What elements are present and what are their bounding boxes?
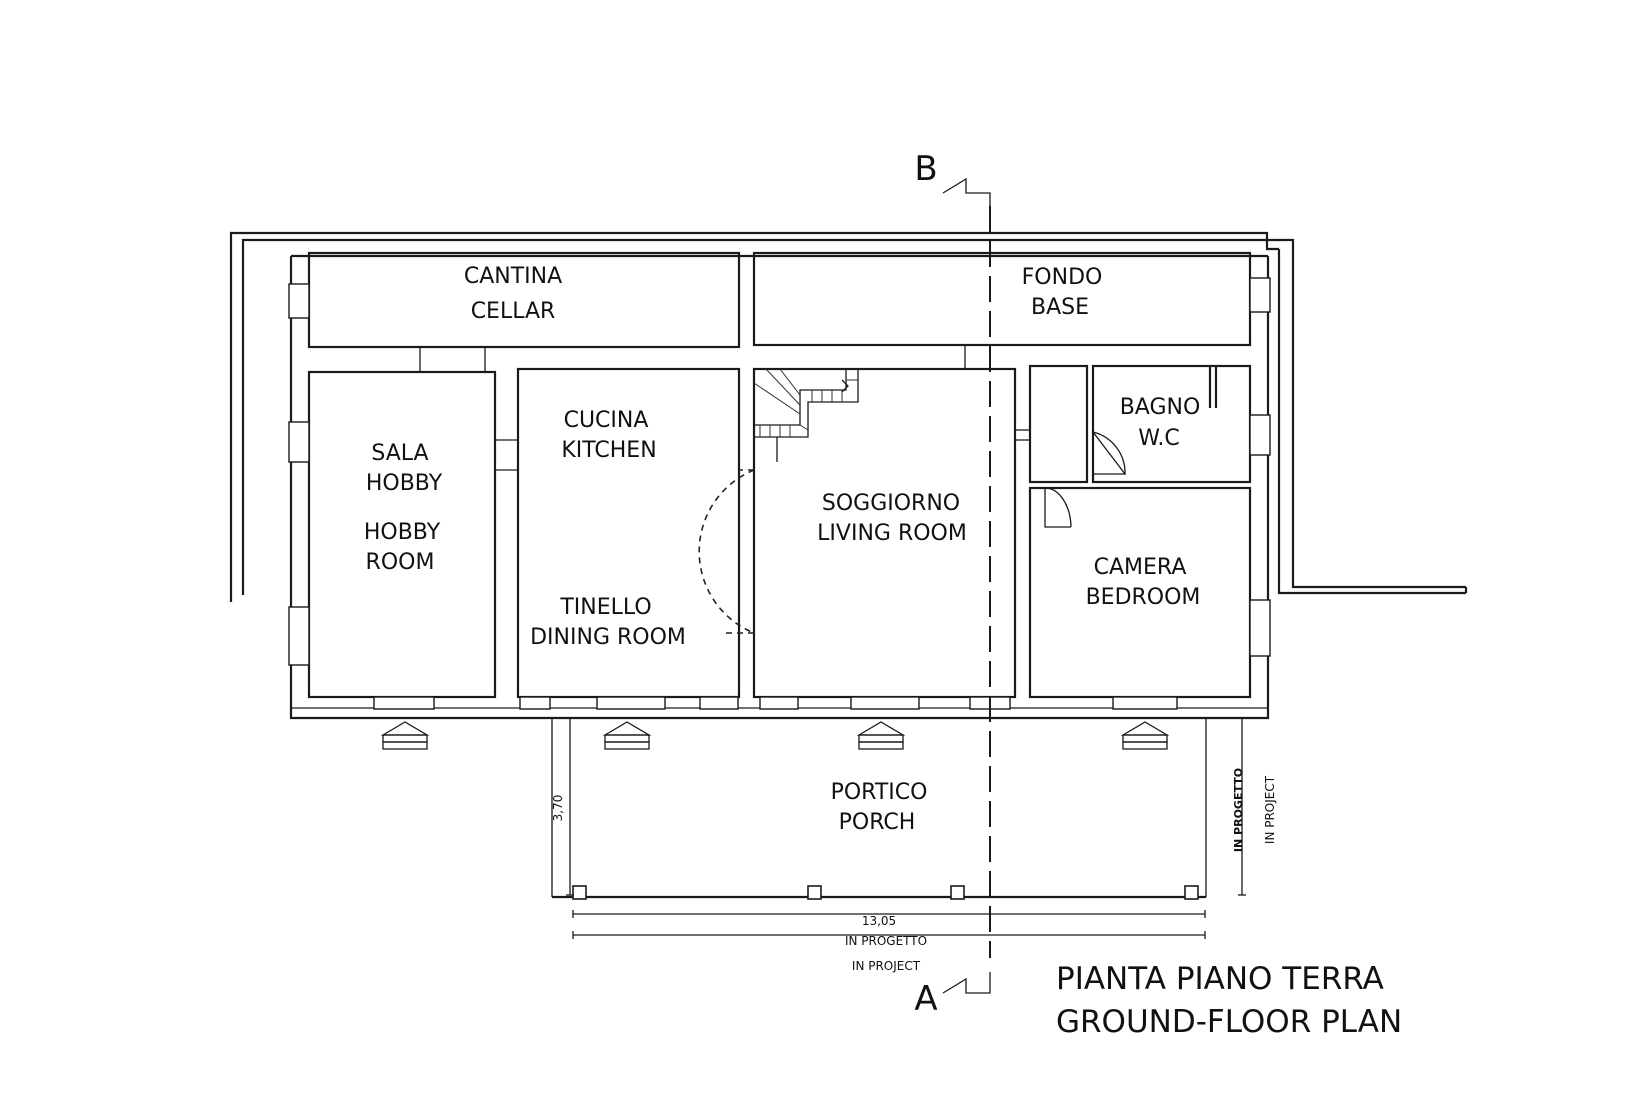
- label-kitchen: KITCHEN: [561, 438, 656, 463]
- label-room-en: ROOM: [366, 550, 435, 575]
- dim-in-project-right: IN PROJECT: [1263, 775, 1277, 844]
- staircase: [753, 368, 859, 462]
- dimension-lines: [566, 717, 1246, 939]
- porch: [551, 718, 1207, 900]
- label-wc: W.C: [1138, 426, 1180, 451]
- plan-title-it: PIANTA PIANO TERRA: [1056, 961, 1384, 997]
- label-sala: SALA: [371, 441, 428, 466]
- entrance-steps: [380, 721, 1170, 750]
- label-cantina-en: CELLAR: [471, 299, 556, 324]
- section-axis: [942, 177, 991, 994]
- label-hobby-en: HOBBY: [364, 520, 441, 545]
- label-bedroom: BEDROOM: [1086, 585, 1201, 610]
- label-bagno: BAGNO: [1120, 395, 1201, 420]
- dim-in-progetto-right: IN PROGETTO: [1232, 768, 1245, 852]
- label-cucina: CUCINA: [564, 408, 649, 433]
- section-marker-b: B: [914, 149, 937, 189]
- label-porch: PORCH: [839, 810, 916, 835]
- label-living-room: LIVING ROOM: [817, 521, 967, 546]
- label-dining-room: DINING ROOM: [530, 625, 686, 650]
- dim-porch-width: 13,05: [862, 914, 896, 928]
- label-fondo-en: BASE: [1031, 295, 1089, 320]
- dim-in-project-bottom: IN PROJECT: [852, 959, 921, 973]
- dim-in-progetto-bottom: IN PROGETTO: [845, 934, 927, 948]
- plan-title-en: GROUND-FLOOR PLAN: [1056, 1004, 1402, 1040]
- outer-walls: [229, 231, 1468, 602]
- dim-porch-depth: 3,70: [551, 795, 565, 822]
- label-cantina-it: CANTINA: [464, 264, 562, 289]
- label-soggiorno: SOGGIORNO: [822, 491, 960, 516]
- door-swings: [698, 431, 1127, 634]
- label-portico: PORTICO: [831, 780, 928, 805]
- label-hobby-it: HOBBY: [366, 471, 443, 496]
- label-fondo-it: FONDO: [1022, 265, 1103, 290]
- label-camera: CAMERA: [1094, 555, 1187, 580]
- room-labels: CANTINA CELLAR FONDO BASE SALA HOBBY HOB…: [364, 264, 1201, 835]
- label-tinello: TINELLO: [559, 595, 651, 620]
- section-marker-a: A: [914, 979, 937, 1019]
- side-windows: [288, 277, 1271, 666]
- front-openings: [373, 696, 1178, 710]
